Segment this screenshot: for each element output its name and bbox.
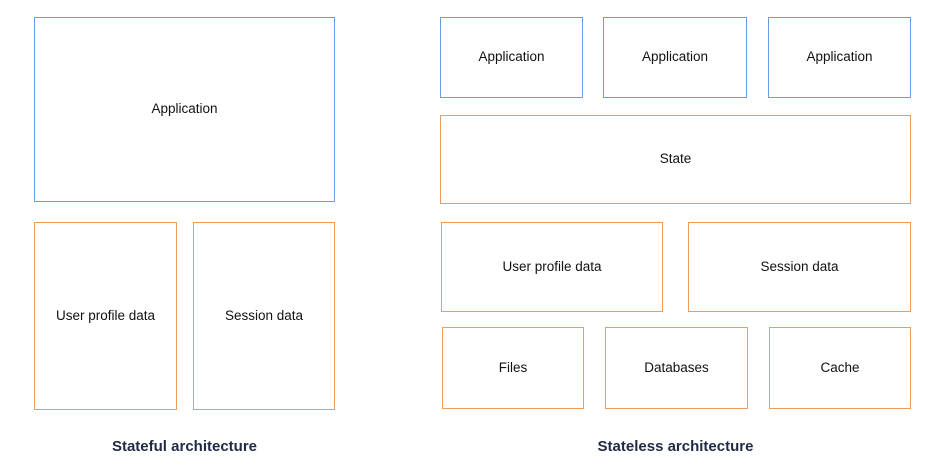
stateless-application-label-1: Application xyxy=(478,49,545,65)
stateless-cache-label: Cache xyxy=(820,359,860,375)
stateless-session-data-node: Session data xyxy=(688,222,911,312)
stateful-user-profile-data-label: User profile data xyxy=(55,307,156,323)
stateless-state-label: State xyxy=(659,151,692,167)
stateless-files-label: Files xyxy=(498,359,528,375)
stateful-application-label: Application xyxy=(151,101,218,117)
stateless-databases-label: Databases xyxy=(644,359,709,375)
stateless-files-node: Files xyxy=(442,327,584,409)
stateless-databases-node: Databases xyxy=(605,327,748,409)
stateless-application-label-2: Application xyxy=(641,49,709,65)
stateless-architecture-title: Stateless architecture xyxy=(597,438,754,455)
stateful-session-data-node: Session data xyxy=(193,222,335,410)
stateless-state-node: State xyxy=(440,115,911,204)
stateless-application-node-2: Application xyxy=(603,17,747,98)
stateful-architecture-title: Stateful architecture xyxy=(111,438,258,455)
stateful-session-data-label: Session data xyxy=(224,307,304,323)
stateful-application-node: Application xyxy=(34,17,335,202)
stateful-user-profile-data-node: User profile data xyxy=(34,222,177,410)
stateless-user-profile-data-node: User profile data xyxy=(441,222,663,312)
stateless-application-node-1: Application xyxy=(440,17,583,98)
stateless-application-label-3: Application xyxy=(806,49,873,65)
stateless-session-data-label: Session data xyxy=(760,258,839,274)
stateless-cache-node: Cache xyxy=(769,327,911,409)
stateless-application-node-3: Application xyxy=(768,17,911,98)
stateless-user-profile-data-label: User profile data xyxy=(502,258,602,274)
